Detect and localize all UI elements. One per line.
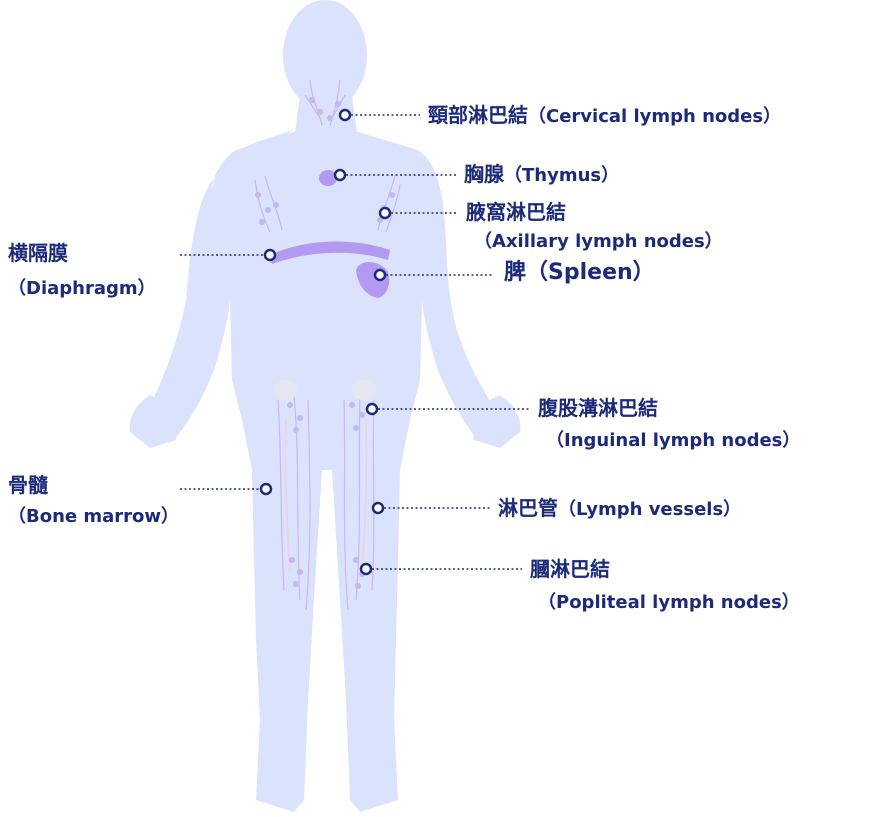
label-spleen-en: （Spleen） — [526, 260, 655, 285]
label-axillary-ja: 腋窩淋巴結 — [466, 200, 566, 224]
label-diaphragm-en: （Diaphragm） — [8, 278, 156, 300]
marker-bone-marrow — [261, 484, 271, 494]
marker-lymph-vessels — [373, 503, 383, 513]
label-thymus-ja: 胸腺 — [464, 162, 504, 186]
label-thymus: 胸腺（Thymus） — [464, 162, 619, 188]
label-inguinal-ja: 腹股溝淋巴結 — [538, 396, 658, 420]
label-lymph-vessels-ja: 淋巴管 — [498, 496, 558, 520]
label-cervical-en: （Cervical lymph nodes） — [528, 106, 781, 127]
label-axillary-en: （Axillary lymph nodes） — [474, 231, 723, 253]
label-lymph-vessels: 淋巴管（Lymph vessels） — [498, 496, 741, 522]
label-diaphragm-ja: 横隔膜 — [8, 241, 68, 265]
marker-inguinal — [367, 404, 377, 414]
label-popliteal-ja: 膕淋巴結 — [530, 557, 610, 581]
label-bone-marrow-ja: 骨髓 — [8, 473, 48, 497]
label-spleen: 脾（Spleen） — [504, 261, 655, 285]
marker-diaphragm — [265, 250, 275, 260]
marker-thymus — [335, 170, 345, 180]
hip-bone-left — [274, 380, 298, 400]
label-thymus-en: （Thymus） — [504, 165, 619, 186]
head — [283, 0, 367, 110]
marker-popliteal — [361, 564, 371, 574]
marker-axillary — [380, 208, 390, 218]
label-popliteal-en: （Popliteal lymph nodes） — [538, 592, 800, 614]
thymus-shape — [319, 170, 337, 186]
label-lymph-vessels-en: （Lymph vessels） — [558, 499, 741, 520]
hip-bone-right — [352, 380, 376, 400]
label-cervical-ja: 頸部淋巴結 — [428, 103, 528, 127]
label-inguinal-en: （Inguinal lymph nodes） — [546, 430, 800, 452]
marker-spleen — [375, 270, 385, 280]
label-bone-marrow-en: （Bone marrow） — [8, 506, 179, 528]
marker-cervical — [340, 110, 350, 120]
label-cervical: 頸部淋巴結（Cervical lymph nodes） — [428, 103, 781, 129]
label-spleen-ja: 脾 — [504, 260, 526, 285]
